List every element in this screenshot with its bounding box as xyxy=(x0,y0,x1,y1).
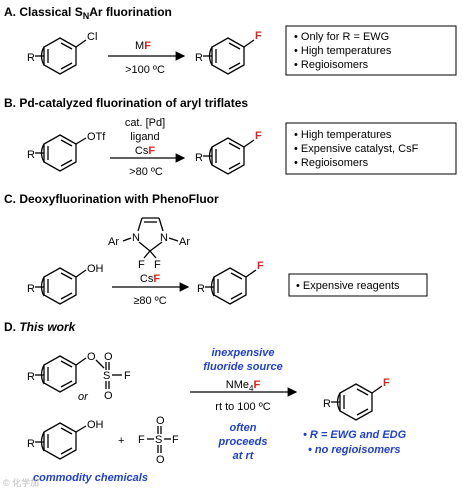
aryl-fluoride-product: F R xyxy=(197,260,264,305)
oxygen-label: O xyxy=(104,351,113,363)
sulfur-label: S xyxy=(155,434,162,446)
aryl-label: Ar xyxy=(108,236,119,248)
reaction-arrow-d: inexpensive fluoride source NMe4F rt to … xyxy=(190,347,298,462)
note-proceeds: proceeds xyxy=(218,436,268,448)
phenol-structure: OH R xyxy=(27,263,104,305)
bullet: • Expensive catalyst, CsF xyxy=(294,143,419,155)
reagent-ligand: ligand xyxy=(130,131,159,143)
bullet: • High temperatures xyxy=(294,45,392,57)
condition-temperature: >80 ºC xyxy=(129,166,163,178)
oxygen-label: O xyxy=(156,415,165,427)
section-c-title: C. Deoxyfluorination with PhenoFluor xyxy=(4,192,219,206)
section-d-title: D. This work xyxy=(4,320,77,334)
aryl-triflate-structure: OTf R xyxy=(27,131,106,172)
section-b-title: B. Pd-catalyzed fluorination of aryl tri… xyxy=(4,96,248,110)
or-label: or xyxy=(78,391,89,403)
note-at-rt: at rt xyxy=(233,450,255,462)
section-d: D. This work O S O O F R or xyxy=(4,320,407,484)
fluorine-label: F xyxy=(138,434,145,446)
hydroxyl-group: OH xyxy=(87,419,104,431)
aryl-fluoride-product: F R xyxy=(195,30,262,75)
watermark: © 化学加 xyxy=(3,477,39,488)
reagent-mf: MF xyxy=(135,40,151,52)
note-often: often xyxy=(230,422,257,434)
reaction-arrow-a: MF >100 ºC xyxy=(108,40,186,76)
note-inexpensive: inexpensive xyxy=(212,347,275,359)
condition-temperature: rt to 100 ºC xyxy=(215,401,270,413)
hydroxyl-group: OH xyxy=(87,263,104,275)
commodity-chemicals-label: commodity chemicals xyxy=(33,472,148,484)
r-label: R xyxy=(195,52,203,64)
bullet: • High temperatures xyxy=(294,129,392,141)
oxygen-label: O xyxy=(104,390,113,402)
section-a-title: A. Classical SNAr fluorination xyxy=(4,5,172,21)
aryl-fluoride-product: F R xyxy=(323,377,390,421)
nitrogen-label: N xyxy=(160,232,168,244)
fluorine-label: F xyxy=(172,434,179,446)
r-label: R xyxy=(27,52,35,64)
oxygen-label: O xyxy=(156,454,165,466)
fluorine-label: F xyxy=(124,370,131,382)
note-fluoride-source: fluoride source xyxy=(203,361,282,373)
r-label: R xyxy=(27,371,35,383)
phenofluor-structure: Ar N N Ar F F xyxy=(108,217,190,271)
result-no-regioisomers: • no regioisomers xyxy=(308,444,401,456)
aryl-fluorosulfate-structure: O S O O F R xyxy=(27,351,131,402)
fluoro-group: F xyxy=(257,260,264,272)
reagent-tmaf: NMe4F xyxy=(226,379,261,393)
sulfuryl-fluoride-structure: F S O O F xyxy=(138,415,179,466)
bullet: • Regioisomers xyxy=(294,157,369,169)
r-label: R xyxy=(323,398,331,410)
section-b: B. Pd-catalyzed fluorination of aryl tri… xyxy=(4,96,457,178)
section-c: C. Deoxyfluorination with PhenoFluor Ar … xyxy=(4,192,428,307)
limitations-box-c xyxy=(288,273,428,297)
oxygen-label: O xyxy=(87,351,96,363)
sulfur-label: S xyxy=(103,370,110,382)
aryl-label: Ar xyxy=(179,236,190,248)
fluoro-group: F xyxy=(255,130,262,142)
bullet: • Only for R = EWG xyxy=(294,31,389,43)
bullet: • Regioisomers xyxy=(294,59,369,71)
reaction-arrow-c: CsF ≥80 ºC xyxy=(112,273,190,307)
fluoro-group: F xyxy=(255,30,262,42)
limitations-box-a xyxy=(285,25,457,76)
r-label: R xyxy=(197,283,205,295)
phenol-structure: OH R xyxy=(27,419,104,460)
aryl-chloride-structure: Cl R xyxy=(27,31,97,75)
fluoro-group: F xyxy=(383,377,390,389)
triflate-group: OTf xyxy=(87,131,106,143)
condition-temperature: >100 ºC xyxy=(125,64,165,76)
result-ewg-edg: • R = EWG and EDG xyxy=(303,429,407,441)
fluorine-label: F xyxy=(154,259,161,271)
plus-sign: + xyxy=(118,435,124,447)
section-a: A. Classical SNAr fluorination Cl R MF >… xyxy=(4,5,457,76)
chloro-group: Cl xyxy=(87,31,97,43)
reagent-csf: CsF xyxy=(140,273,160,285)
r-label: R xyxy=(195,152,203,164)
aryl-fluoride-product: F R xyxy=(195,130,262,175)
bullet: • Expensive reagents xyxy=(296,280,400,292)
r-label: R xyxy=(27,283,35,295)
condition-temperature: ≥80 ºC xyxy=(133,295,166,307)
limitations-box-b xyxy=(285,122,457,175)
r-label: R xyxy=(27,438,35,450)
nitrogen-label: N xyxy=(132,232,140,244)
reagent-csf: CsF xyxy=(135,145,155,157)
r-label: R xyxy=(27,149,35,161)
reaction-arrow-b: cat. [Pd] ligand CsF >80 ºC xyxy=(110,117,186,178)
fluorine-label: F xyxy=(138,259,145,271)
reagent-catalyst: cat. [Pd] xyxy=(125,117,165,129)
